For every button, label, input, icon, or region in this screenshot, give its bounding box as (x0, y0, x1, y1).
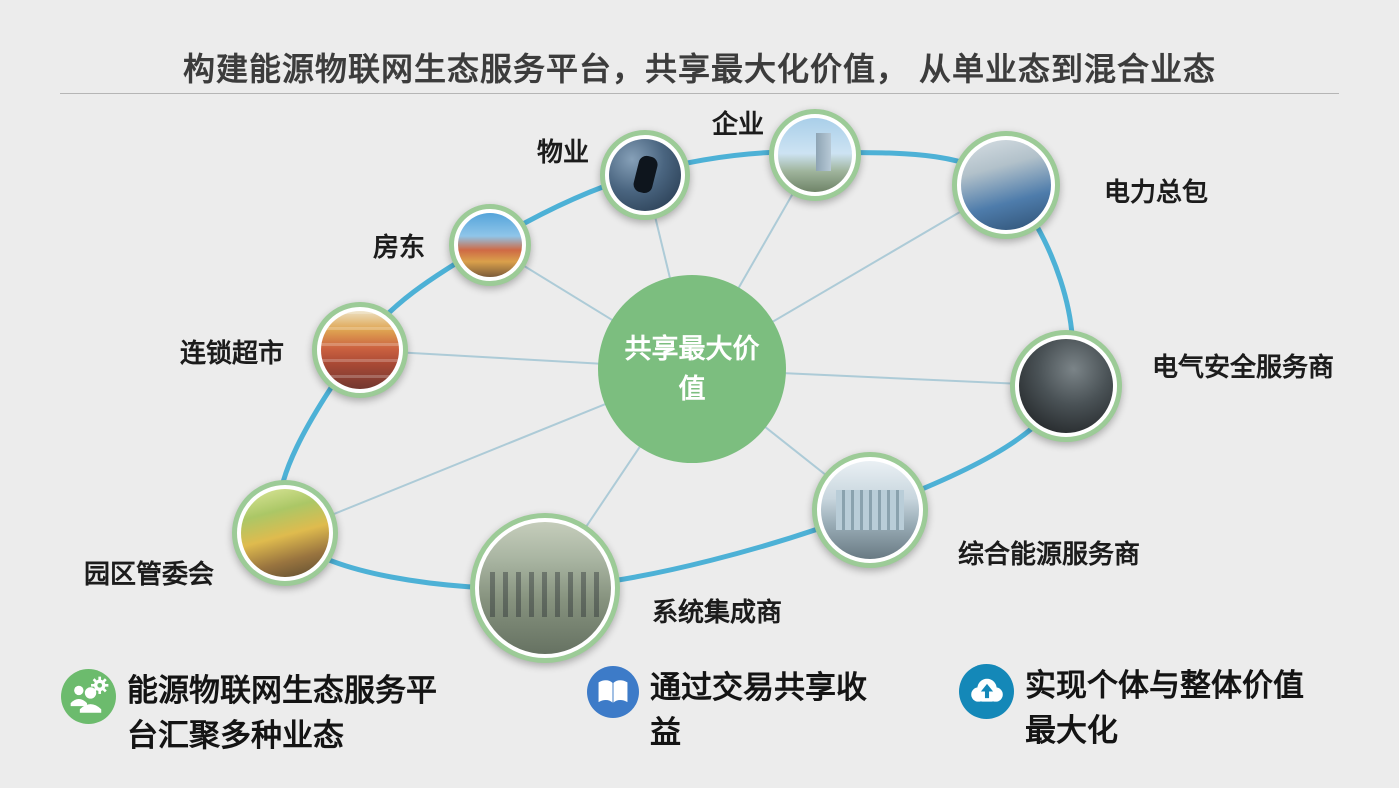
cloud-upload-icon (959, 664, 1014, 719)
node-chain-supermarket (312, 302, 408, 398)
node-label-electrical-safety-provider: 电气安全服务商 (1152, 352, 1335, 382)
open-book-icon (587, 666, 639, 718)
node-label-system-integrator: 系统集成商 (652, 597, 783, 627)
center-value-node: 共享最大价值 (598, 275, 786, 463)
node-property-management (600, 130, 690, 220)
worker-equipment-photo (961, 140, 1051, 230)
legend-item-value: 实现个体与整体价值最大化 (959, 664, 1311, 754)
node-landlord (449, 204, 531, 286)
market-stalls-photo (241, 489, 329, 577)
legend-text-trading: 通过交易共享收益 (650, 670, 867, 750)
node-label-landlord: 房东 (373, 232, 426, 262)
modern-building-photo (821, 461, 919, 559)
node-label-integrated-energy-provider: 综合能源服务商 (958, 539, 1141, 569)
title-divider (60, 93, 1339, 94)
node-power-general-contractor (952, 131, 1060, 239)
node-label-park-committee: 园区管委会 (84, 559, 215, 589)
node-park-committee (232, 480, 338, 586)
page-title: 构建能源物联网生态服务平台，共享最大化价值， 从单业态到混合业态 (183, 51, 1216, 87)
node-electrical-safety-provider (1010, 330, 1122, 442)
legend-item-platform: 能源物联网生态服务平台汇聚多种业态 (61, 669, 443, 759)
office-building-photo (778, 118, 852, 192)
colorful-buildings-photo (458, 213, 522, 277)
node-label-power-general-contractor: 电力总包 (1104, 177, 1209, 207)
legend-text-value: 实现个体与整体价值最大化 (1025, 668, 1304, 748)
node-label-chain-supermarket: 连锁超市 (180, 338, 285, 368)
node-integrated-energy-provider (812, 452, 928, 568)
aerial-parking-photo (479, 522, 611, 654)
hand-holding-phone-photo (609, 139, 681, 211)
dark-workshop-photo (1019, 339, 1113, 433)
center-value-label: 共享最大价值 (624, 333, 760, 405)
node-enterprise (769, 109, 861, 201)
node-label-property-management: 物业 (537, 137, 590, 167)
orbit-ellipse (276, 149, 1076, 591)
node-system-integrator (470, 513, 620, 663)
legend-text-platform: 能源物联网生态服务平台汇聚多种业态 (127, 673, 437, 753)
gears-people-icon (61, 669, 116, 724)
node-label-enterprise: 企业 (712, 109, 765, 139)
supermarket-shelves-photo (321, 311, 399, 389)
legend-item-trading: 通过交易共享收益 (587, 666, 874, 756)
